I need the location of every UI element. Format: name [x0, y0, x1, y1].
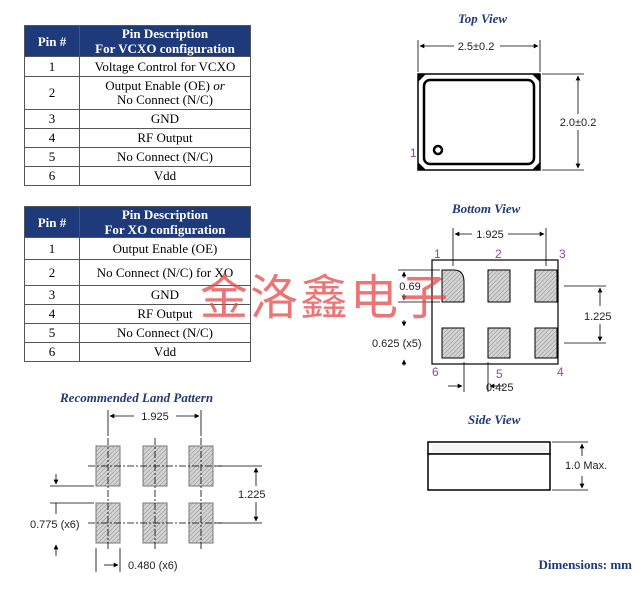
pin-description-line1: Output Enable (OE)	[105, 78, 210, 93]
top-view-title: Top View	[458, 11, 508, 26]
table-row: 2 Output Enable (OE) or No Connect (N/C)	[24, 76, 251, 110]
pin-description: No Connect (N/C) for XO	[79, 259, 251, 286]
pin-description: Vdd	[79, 342, 251, 362]
pad-3	[534, 269, 558, 303]
bottom-pad-gap-dim: 0.425	[486, 382, 514, 394]
pin-number: 2	[24, 76, 80, 110]
side-view: 1.0 Max.	[427, 441, 607, 491]
bottom-view-title: Bottom View	[452, 201, 521, 216]
top-view: 2.5±0.2 2.0±0.2 1	[410, 40, 597, 171]
dimensions-note: Dimensions: mm	[538, 557, 632, 572]
vcxo-table-header: Pin # Pin Description For VCXO configura…	[24, 25, 251, 57]
side-height-dim: 1.0 Max.	[565, 460, 607, 472]
top-pin1-label: 1	[410, 146, 417, 160]
xo-header-pin: Pin #	[24, 206, 80, 238]
pin-description-or: or	[213, 78, 225, 93]
pin-description: RF Output	[79, 128, 251, 148]
pad-4	[534, 327, 558, 359]
table-row: 5 No Connect (N/C)	[24, 323, 251, 343]
side-view-title: Side View	[468, 412, 521, 427]
pin-description-line2: No Connect (N/C)	[116, 92, 214, 107]
land-pad-width-dim: 0.480 (x6)	[128, 560, 178, 572]
vcxo-header-desc: Pin Description For VCXO configuration	[79, 25, 251, 57]
land-row-spacing-dim: 1.225	[238, 489, 266, 501]
table-row: 1 Voltage Control for VCXO	[24, 56, 251, 77]
land-pad-height-dim: 0.775 (x6)	[30, 519, 80, 531]
bottom-pin-label-1: 1	[434, 247, 441, 261]
xo-table-header: Pin # Pin Description For XO configurati…	[24, 206, 251, 238]
pin-description: Vdd	[79, 166, 251, 186]
bottom-view: 1.925 0.69 1.225 0.625 (x5) 0.425 1 2 3 …	[372, 228, 612, 394]
pin-number: 6	[24, 342, 80, 362]
pin-description: RF Output	[79, 304, 251, 324]
table-row: 2 No Connect (N/C) for XO	[24, 259, 251, 286]
bottom-pin-label-2: 2	[495, 247, 502, 261]
land-pattern: 1.925 1.225 0.775 (x6) 0.480 (x6)	[30, 410, 266, 572]
side-body	[427, 453, 551, 491]
table-row: 3 GND	[24, 285, 251, 305]
vcxo-header-desc-line2: For VCXO configuration	[95, 41, 235, 56]
top-width-dim: 2.5±0.2	[458, 41, 495, 53]
bottom-pad-height-dim: 0.69	[399, 281, 420, 293]
pin1-marker-icon	[432, 144, 444, 156]
bottom-pin-label-4: 4	[557, 365, 564, 379]
bottom-pin-label-6: 6	[432, 365, 439, 379]
vcxo-pin-table: Pin # Pin Description For VCXO configura…	[24, 25, 251, 186]
table-row: 6 Vdd	[24, 342, 251, 362]
xo-header-desc: Pin Description For XO configuration	[79, 206, 251, 238]
top-height-dim: 2.0±0.2	[560, 117, 597, 129]
pad-6	[441, 327, 465, 359]
pad-5	[487, 327, 511, 359]
vcxo-header-desc-line1: Pin Description	[121, 26, 209, 41]
table-row: 6 Vdd	[24, 166, 251, 186]
pad-2	[487, 269, 511, 303]
bottom-pad-spacing-dim: 1.925	[476, 229, 504, 241]
pad-1	[441, 269, 465, 303]
table-row: 4 RF Output	[24, 128, 251, 148]
vcxo-header-pin: Pin #	[24, 25, 80, 57]
xo-header-desc-line1: Pin Description	[121, 207, 209, 222]
package-lid	[422, 78, 536, 166]
watermark: 金洛鑫电子	[200, 270, 451, 326]
land-pad-spacing-dim: 1.925	[141, 411, 169, 423]
xo-header-desc-line2: For XO configuration	[104, 222, 226, 237]
pin-description: Voltage Control for VCXO	[79, 56, 251, 77]
bottom-pad-width-dim: 0.625 (x5)	[372, 338, 422, 350]
bottom-row-spacing-dim: 1.225	[584, 311, 612, 323]
xo-pin-table: Pin # Pin Description For XO configurati…	[24, 206, 251, 362]
pin-description: Output Enable (OE) or No Connect (N/C)	[79, 76, 251, 110]
bottom-pin-label-3: 3	[559, 247, 566, 261]
land-pattern-title: Recommended Land Pattern	[60, 390, 214, 405]
bottom-pin-label-5: 5	[496, 367, 503, 381]
